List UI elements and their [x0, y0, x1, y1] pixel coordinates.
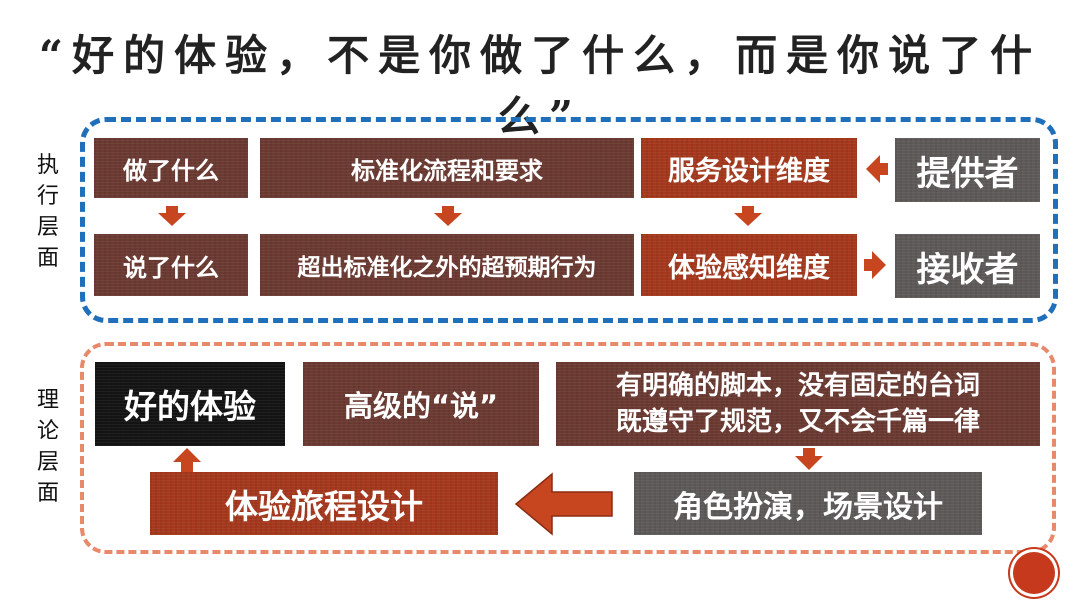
large-left-arrow-roleplay-to-journey — [514, 472, 613, 536]
provider-box: 提供者 — [895, 138, 1040, 202]
down-arrow-standard-to-beyond — [434, 206, 462, 226]
slide-title: “好的体验，不是你做了什么，而是你说了什么” — [38, 31, 1042, 141]
service-design-dimension-box: 服务设计维度 — [641, 138, 857, 198]
said-what-box: 说了什么 — [94, 234, 248, 296]
left-arrow-provider-to-service — [866, 155, 888, 183]
page-indicator-circle — [1013, 552, 1055, 594]
down-arrow-did-to-said — [158, 206, 186, 226]
experience-journey-design-box: 体验旅程设计 — [150, 472, 498, 535]
receiver-box: 接收者 — [895, 234, 1040, 298]
standard-process-box: 标准化流程和要求 — [260, 138, 634, 198]
role-play-scene-design-box: 角色扮演，场景设计 — [634, 472, 982, 535]
up-arrow-journey-to-good-experience — [173, 448, 201, 472]
theory-layer-frame — [80, 342, 1056, 554]
good-experience-box: 好的体验 — [95, 362, 285, 446]
advanced-say-box: 高级的“说” — [303, 362, 539, 446]
right-arrow-perception-to-receiver — [864, 251, 886, 279]
down-arrow-script-to-roleplay — [795, 448, 823, 470]
script-description-box: 有明确的脚本，没有固定的台词 既遵守了规范，又不会千篇一律 — [556, 362, 1040, 446]
execution-layer-label: 执 行 层 面 — [36, 153, 59, 271]
execution-layer-frame — [80, 117, 1058, 323]
theory-layer-label: 理 论 层 面 — [36, 388, 59, 506]
down-arrow-service-to-perception — [734, 206, 762, 226]
did-what-box: 做了什么 — [94, 138, 248, 198]
beyond-standard-box: 超出标准化之外的超预期行为 — [260, 234, 634, 296]
experience-perception-dimension-box: 体验感知维度 — [641, 234, 857, 296]
